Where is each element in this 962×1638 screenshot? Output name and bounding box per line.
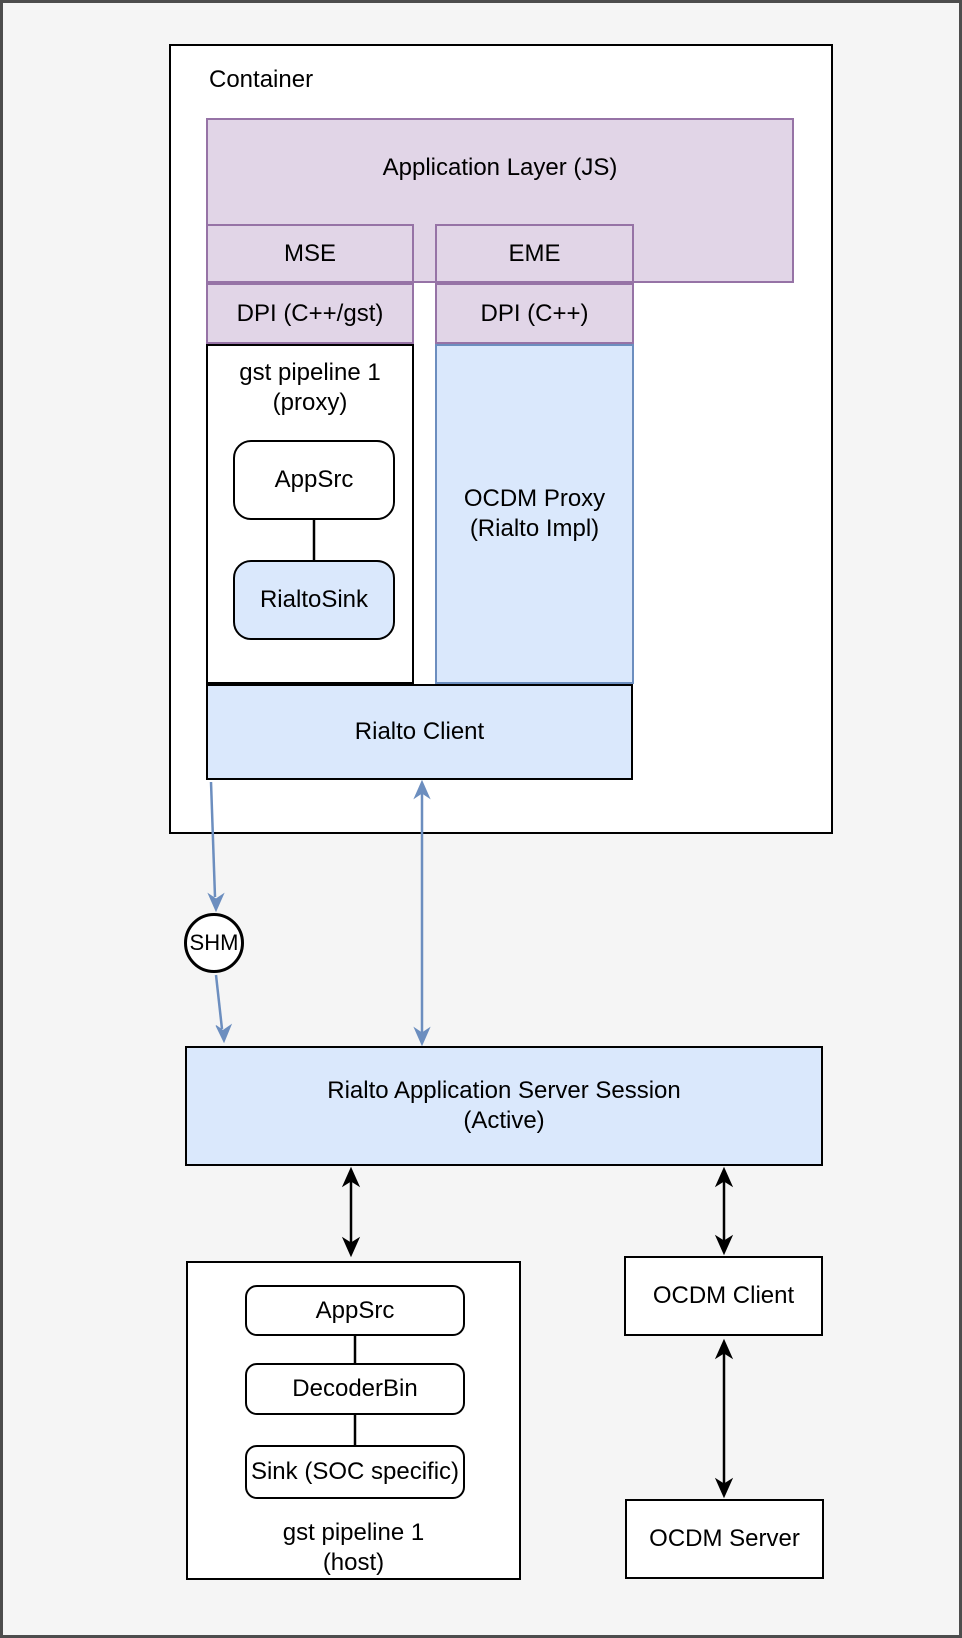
sink-soc-label: Sink (SOC specific) <box>250 1458 460 1485</box>
arrow-shm-to-server-session <box>214 974 233 1044</box>
ocdm-client-box: OCDM Client <box>624 1256 823 1336</box>
container-label: Container <box>209 66 314 93</box>
eme-label: EME <box>508 239 561 267</box>
dpi-cpp-label: DPI (C++) <box>480 299 589 327</box>
application-layer-label: Application Layer (JS) <box>382 154 618 181</box>
appsrc-host-label: AppSrc <box>315 1296 395 1324</box>
decoderbin-box: DecoderBin <box>245 1363 465 1415</box>
ocdm-proxy-label-line2: (Rialto Impl) <box>469 515 600 542</box>
appsrc-host-box: AppSrc <box>245 1285 465 1336</box>
dpi-cpp-box: DPI (C++) <box>435 283 634 344</box>
server-session-label-line1: Rialto Application Server Session <box>327 1077 681 1104</box>
sink-soc-box: Sink (SOC specific) <box>245 1445 465 1499</box>
arrow-server-session-ocdm-client <box>714 1166 734 1256</box>
gst-pipeline-host-title-line1: gst pipeline 1 <box>282 1519 425 1546</box>
ocdm-server-box: OCDM Server <box>625 1499 824 1579</box>
gst-pipeline-host-title-line2: (host) <box>322 1549 385 1576</box>
ocdm-client-label: OCDM Client <box>652 1282 795 1309</box>
ocdm-server-label: OCDM Server <box>649 1525 800 1552</box>
mse-box: MSE <box>206 224 414 283</box>
rialtosink-box: RialtoSink <box>233 560 395 640</box>
rialto-client-label: Rialto Client <box>354 718 485 745</box>
appsrc-proxy-label: AppSrc <box>274 466 354 493</box>
shm-circle: SHM <box>184 913 244 973</box>
dpi-gst-label: DPI (C++/gst) <box>236 299 384 327</box>
appsrc-proxy-box: AppSrc <box>233 440 395 520</box>
ocdm-proxy-label-line1: OCDM Proxy <box>463 485 606 512</box>
arrow-server-session-host-pipeline <box>341 1166 361 1258</box>
dpi-gst-box: DPI (C++/gst) <box>206 283 414 344</box>
server-session-box: Rialto Application Server Session (Activ… <box>185 1046 823 1166</box>
arrow-ocdm-client-ocdm-server <box>714 1338 734 1499</box>
shm-label: SHM <box>189 930 239 955</box>
ocdm-proxy-box: OCDM Proxy (Rialto Impl) <box>435 344 634 684</box>
mse-label: MSE <box>283 239 336 267</box>
server-session-label-line2: (Active) <box>463 1107 545 1134</box>
eme-box: EME <box>435 224 634 283</box>
rialto-client-box: Rialto Client <box>206 684 633 780</box>
gst-pipeline-proxy-title-line1: gst pipeline 1 <box>239 359 381 386</box>
rialtosink-label: RialtoSink <box>259 586 369 613</box>
decoderbin-label: DecoderBin <box>292 1375 418 1402</box>
gst-pipeline-proxy-title-line2: (proxy) <box>272 389 348 416</box>
